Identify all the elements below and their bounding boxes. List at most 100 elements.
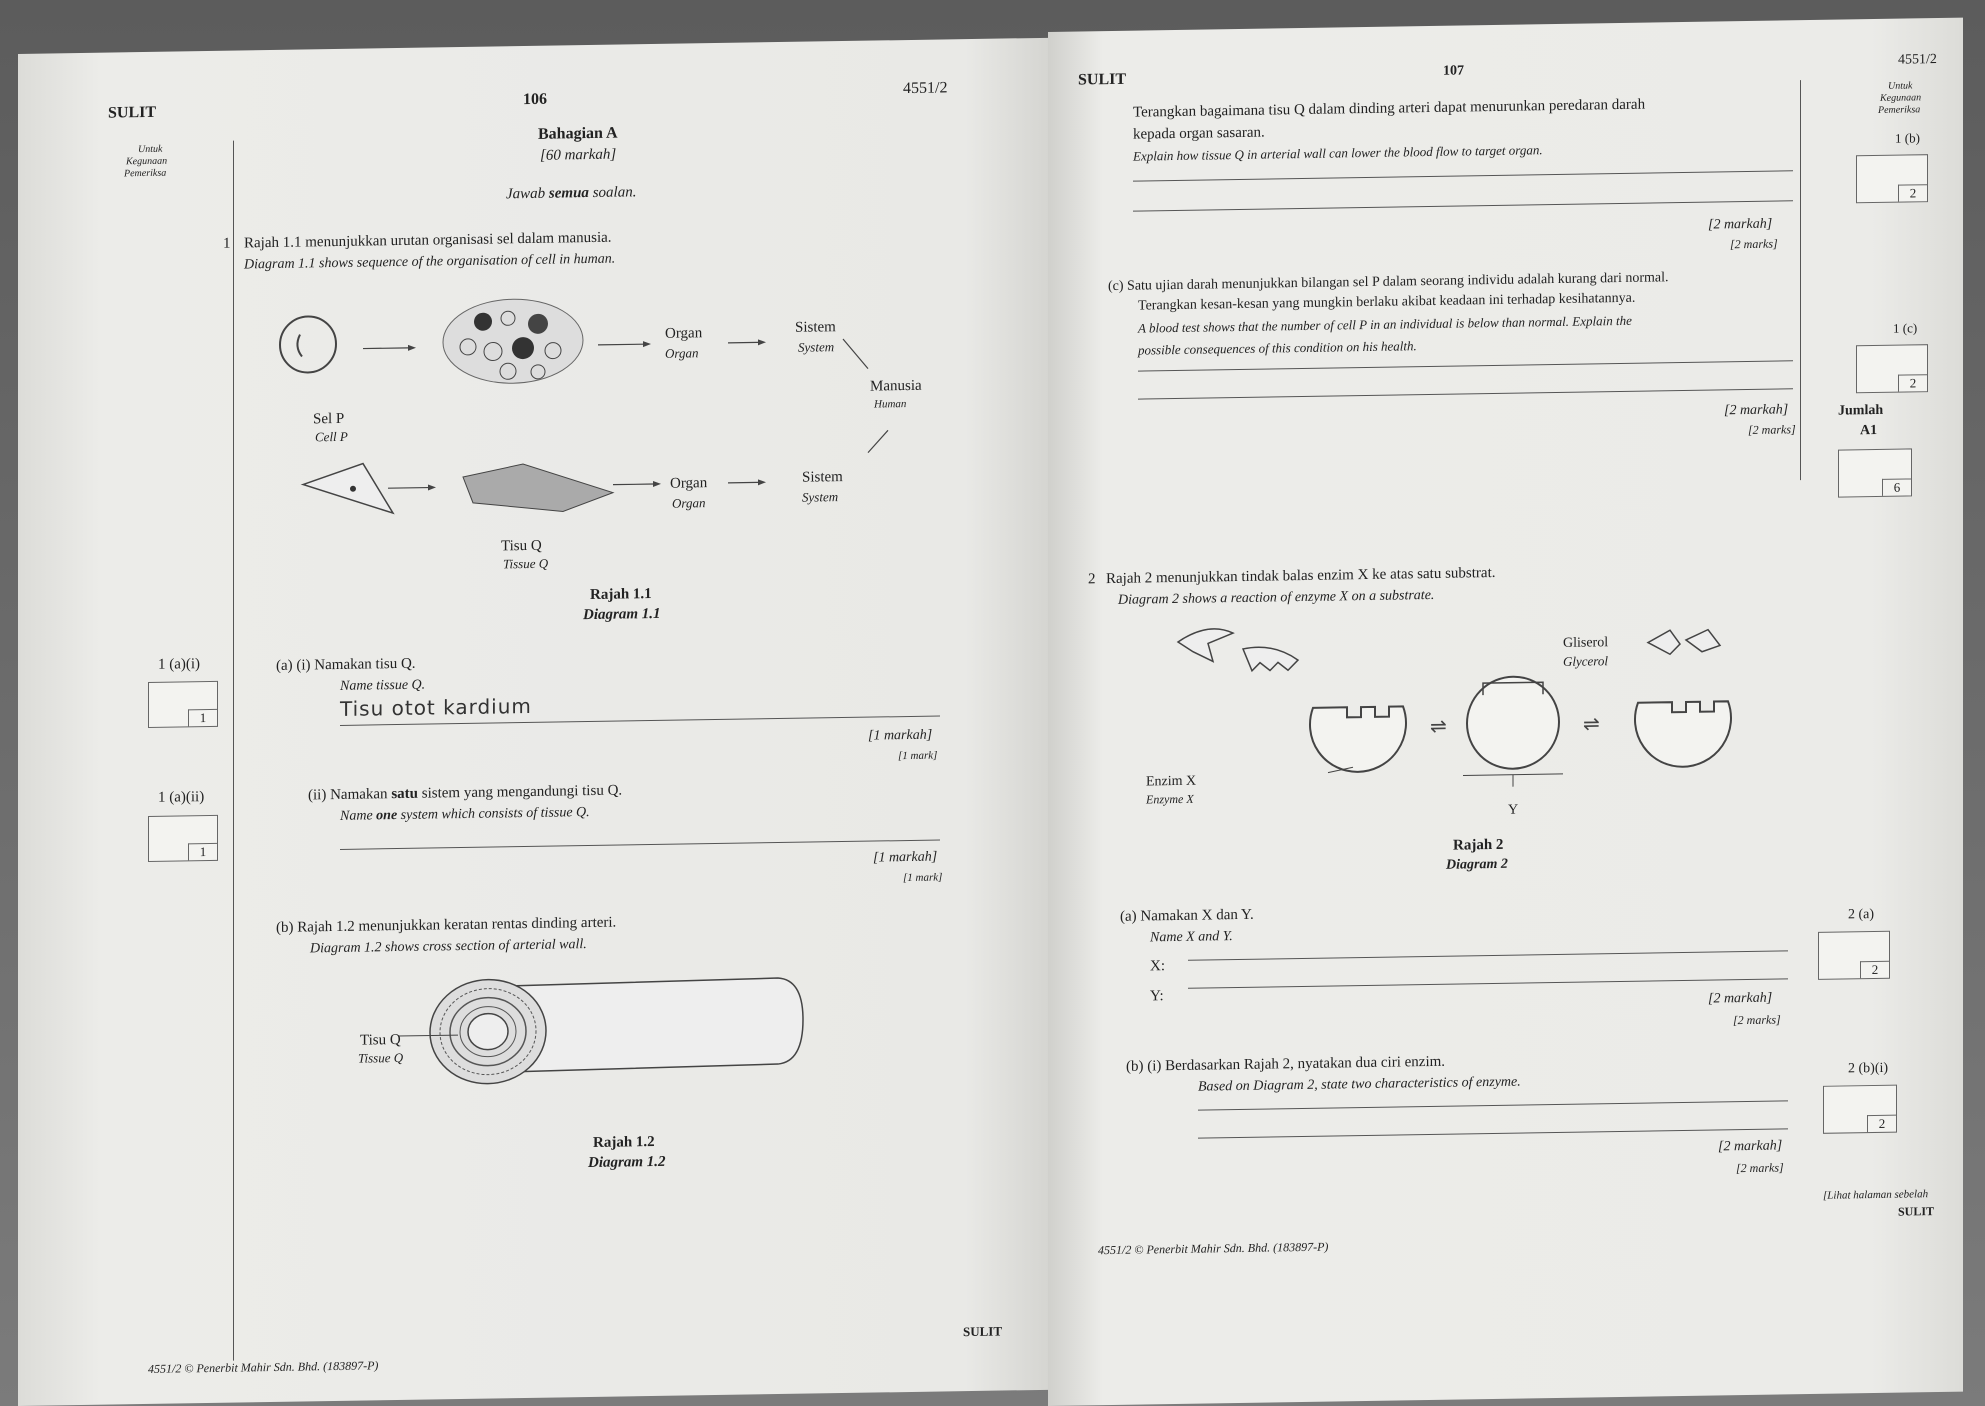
- q1aii-answer-line[interactable]: [340, 839, 940, 850]
- enzim-x-label-en: Enzyme X: [1146, 791, 1194, 807]
- paper-code-right: 4551/2: [1898, 52, 1937, 68]
- left-page: SULIT 106 4551/2 Untuk Kegunaan Pemeriks…: [18, 37, 1048, 1406]
- q2a-markah: [2 markah]: [1708, 990, 1773, 1007]
- q2bi-label: 2 (b)(i): [1848, 1060, 1889, 1077]
- q1ai-answer[interactable]: Tisu otot kardium: [340, 693, 532, 721]
- q1aii-score-box[interactable]: 1: [148, 814, 218, 862]
- q2a-y-label: Y:: [1150, 988, 1164, 1005]
- organ-top-label-en: Organ: [665, 345, 699, 361]
- q2-text-en: Diagram 2 shows a reaction of enzyme X o…: [1118, 587, 1435, 608]
- q2a-text: (a) Namakan X dan Y.: [1120, 906, 1254, 925]
- diagram-2-caption: Rajah 2: [1453, 836, 1504, 854]
- q1aii-label: 1 (a)(ii): [158, 789, 205, 806]
- sistem-top-label-en: System: [798, 339, 835, 355]
- q1ai-markah: [1 markah]: [868, 727, 933, 744]
- instruction: Jawab semua soalan.: [506, 184, 637, 203]
- margin-rule: [233, 140, 234, 1361]
- q1c-answer-line-1[interactable]: [1138, 360, 1793, 372]
- q1b-continue-en: Explain how tissue Q in arterial wall ca…: [1133, 142, 1543, 164]
- q1ai-label: 1 (a)(i): [158, 656, 201, 673]
- q2bi-marks-en: [2 marks]: [1736, 1160, 1784, 1176]
- q1c-max-mark: 2: [1898, 374, 1927, 392]
- q1ai-score-box[interactable]: 1: [148, 680, 218, 728]
- tisu-q-label-2-en: Tissue Q: [358, 1049, 404, 1066]
- q2a-y-answer-line[interactable]: [1188, 978, 1788, 989]
- enzyme-substrate-complex-icon: [1466, 675, 1560, 770]
- diagram-1-1-caption-en: Diagram 1.1: [583, 605, 661, 624]
- diagram-1-2: [398, 977, 804, 1085]
- svg-text:⇌: ⇌: [1430, 714, 1447, 738]
- q2a-x-answer-line[interactable]: [1188, 950, 1788, 961]
- q2a-score-box[interactable]: 2: [1818, 930, 1890, 980]
- manusia-label: Manusia: [870, 377, 922, 395]
- margin-rule-right: [1800, 80, 1801, 481]
- q1aii-max-mark: 1: [188, 842, 217, 861]
- artery-tube-icon: [487, 977, 804, 1074]
- q1b-continue-2: kepada organ sasaran.: [1133, 124, 1265, 143]
- q1b-text-en: Diagram 1.2 shows cross section of arter…: [310, 937, 587, 957]
- kegunaan-label: Kegunaan: [126, 155, 168, 168]
- q1ai-text-en: Name tissue Q.: [340, 677, 426, 694]
- section-marks: [60 markah]: [540, 146, 617, 164]
- diagram-2-caption-en: Diagram 2: [1446, 856, 1508, 873]
- q2bi-answer-line-2[interactable]: [1198, 1128, 1788, 1139]
- q1-text: Rajah 1.1 menunjukkan urutan organisasi …: [244, 229, 612, 252]
- organ-top-label: Organ: [665, 325, 703, 342]
- q1b-score-box[interactable]: 2: [1856, 154, 1928, 204]
- right-footer-sulit: SULIT: [1898, 1204, 1935, 1219]
- diagram-1-2-caption-en: Diagram 1.2: [588, 1153, 666, 1172]
- q1b-label: 1 (b): [1895, 130, 1920, 146]
- a1-label: A1: [1860, 422, 1878, 439]
- right-footer: 4551/2 © Penerbit Mahir Sdn. Bhd. (18389…: [1098, 1239, 1329, 1258]
- cell-p-icon: [279, 315, 337, 374]
- q2a-label: 2 (a): [1848, 907, 1875, 923]
- organ-bottom-label: Organ: [670, 475, 708, 492]
- muscle-tissue-icon: [462, 463, 615, 512]
- sistem-bottom-label-en: System: [802, 489, 839, 505]
- tisu-q-label: Tisu Q: [501, 537, 542, 555]
- q1b-answer-line-2[interactable]: [1133, 200, 1793, 212]
- svg-text:⇌: ⇌: [1583, 711, 1600, 735]
- gliserol-label: Gliserol: [1563, 635, 1609, 651]
- q1aii-text-en: Name one system which consists of tissue…: [340, 805, 590, 824]
- substrate-icon: [1176, 628, 1235, 663]
- q1b-max-mark: 2: [1898, 184, 1927, 202]
- q1c-marks-en: [2 marks]: [1748, 422, 1796, 438]
- q2bi-max-mark: 2: [1867, 1114, 1896, 1133]
- right-page: SULIT 107 4551/2 Untuk Kegunaan Pemeriks…: [1048, 17, 1963, 1406]
- q2bi-text-en: Based on Diagram 2, state two characteri…: [1198, 1074, 1521, 1095]
- sulit-header-right: SULIT: [1078, 70, 1127, 89]
- gliserol-label-en: Glycerol: [1563, 653, 1608, 669]
- section-title: Bahagian A: [538, 124, 618, 143]
- workbook-spread: SULIT 106 4551/2 Untuk Kegunaan Pemeriks…: [18, 14, 1963, 1406]
- q1ai-mark-en: [1 mark]: [898, 749, 938, 763]
- q1-number: 1: [223, 235, 231, 252]
- sel-p-label: Sel P: [313, 410, 345, 428]
- diagram-1-1-caption: Rajah 1.1: [590, 586, 652, 604]
- q1aii-markah: [1 markah]: [873, 849, 938, 866]
- pemeriksa-label-right: Pemeriksa: [1878, 104, 1921, 116]
- untuk-label: Untuk: [138, 143, 163, 156]
- manusia-label-en: Human: [874, 398, 907, 411]
- q1b-markah: [2 markah]: [1708, 216, 1773, 233]
- q1c-score-box[interactable]: 2: [1856, 344, 1928, 394]
- q1-text-en: Diagram 1.1 shows sequence of the organi…: [244, 251, 616, 273]
- left-footer: 4551/2 © Penerbit Mahir Sdn. Bhd. (18389…: [148, 1358, 379, 1376]
- q1c-markah: [2 markah]: [1724, 402, 1789, 419]
- organ-bottom-label-en: Organ: [672, 495, 706, 511]
- page-number-right: 107: [1443, 63, 1464, 79]
- q2-text: Rajah 2 menunjukkan tindak balas enzim X…: [1106, 564, 1496, 588]
- q1c-label: 1 (c): [1893, 320, 1918, 336]
- q1aii-text: (ii) Namakan satu sistem yang mengandung…: [308, 782, 623, 804]
- q2bi-text: (b) (i) Berdasarkan Rajah 2, nyatakan du…: [1126, 1053, 1446, 1075]
- q2bi-answer-line-1[interactable]: [1198, 1100, 1788, 1111]
- q1c-text-en: A blood test shows that the number of ce…: [1138, 312, 1632, 336]
- jumlah-label: Jumlah: [1838, 402, 1884, 419]
- glycerol-icon: [1646, 629, 1681, 656]
- q1b-text: (b) Rajah 1.2 menunjukkan keratan rentas…: [276, 914, 617, 936]
- q2bi-score-box[interactable]: 2: [1823, 1084, 1897, 1134]
- total-score-box[interactable]: 6: [1838, 448, 1912, 498]
- q1c-answer-line-2[interactable]: [1138, 388, 1793, 400]
- pemeriksa-label: Pemeriksa: [124, 167, 167, 180]
- q1b-answer-line-1[interactable]: [1133, 170, 1793, 182]
